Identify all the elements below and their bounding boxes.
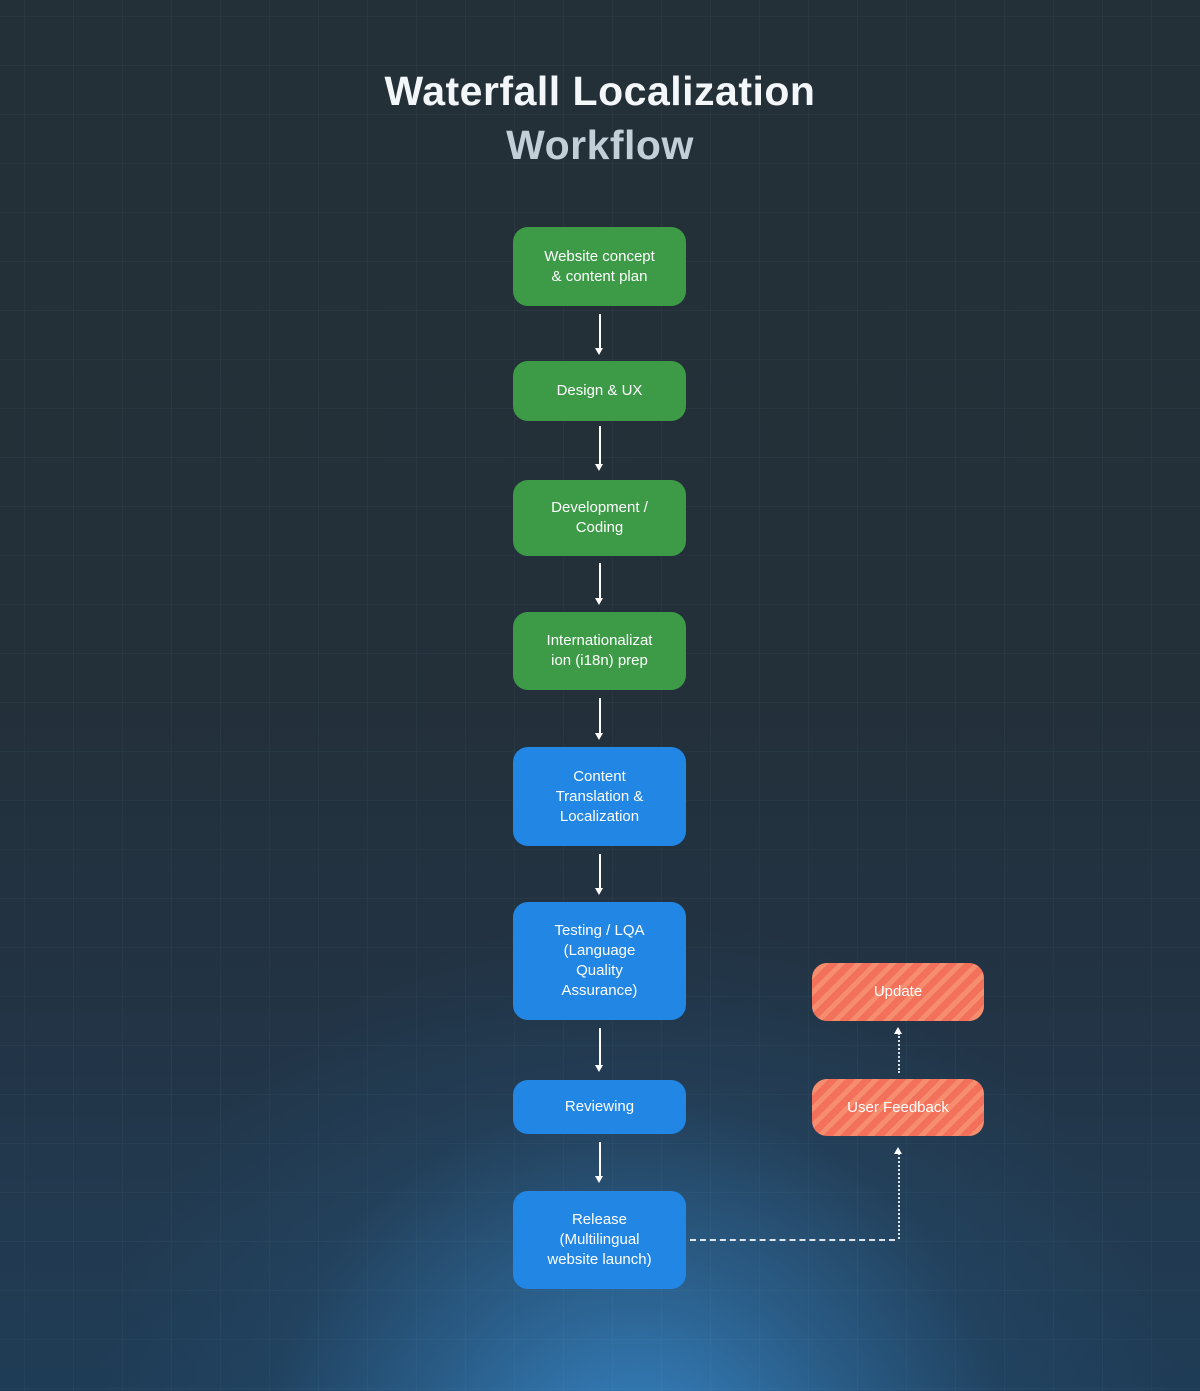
flow-node-label: Testing / LQA (Language Quality Assuranc…: [554, 922, 645, 999]
arrow-testing-to-reviewing: [594, 1028, 605, 1072]
flow-node-user-feedback: User Feedback: [812, 1079, 984, 1136]
flow-node-label: Update: [873, 983, 923, 1000]
flow-node-label: Content Translation & Localization: [555, 767, 644, 825]
flow-node-label: Release (Multilingual website launch): [547, 1211, 652, 1268]
page-title: Waterfall Localization Workflow: [0, 64, 1200, 172]
arrow-translation-to-testing: [594, 854, 605, 895]
flow-node-label: Internationalizat ion (i18n) prep: [546, 632, 653, 669]
flow-node-update: Update: [812, 963, 984, 1021]
arrow-design-ux-to-development: [594, 426, 605, 471]
arrow-i18n-to-translation: [594, 698, 605, 740]
flow-node-label: Development / Coding: [551, 499, 648, 536]
arrow-reviewing-to-release: [594, 1142, 605, 1183]
flow-node-testing-lqa: Testing / LQA (Language Quality Assuranc…: [513, 902, 686, 1020]
page-title-line1: Waterfall Localization: [384, 68, 816, 114]
flow-node-reviewing: Reviewing: [513, 1080, 686, 1134]
flow-node-label: Design & UX: [556, 382, 643, 399]
flow-node-release: Release (Multilingual website launch): [513, 1191, 686, 1289]
flow-node-design-ux: Design & UX: [513, 361, 686, 421]
arrow-release-to-user-feedback-vertical: [893, 1147, 904, 1239]
page-title-line2: Workflow: [506, 122, 694, 168]
arrow-website-concept-to-design-ux: [594, 314, 605, 355]
flow-node-website-concept: Website concept & content plan: [513, 227, 686, 306]
flow-node-i18n-prep: Internationalizat ion (i18n) prep: [513, 612, 686, 690]
flow-node-content-translation: Content Translation & Localization: [513, 747, 686, 846]
flow-node-development-coding: Development / Coding: [513, 480, 686, 556]
connector-release-to-user-feedback-horizontal: [690, 1239, 895, 1241]
flow-node-label: Website concept & content plan: [544, 247, 655, 285]
flow-node-label: User Feedback: [847, 1098, 949, 1116]
flow-node-label: Reviewing: [564, 1098, 635, 1115]
arrow-development-to-i18n: [594, 563, 605, 605]
arrow-user-feedback-to-update: [893, 1027, 904, 1073]
